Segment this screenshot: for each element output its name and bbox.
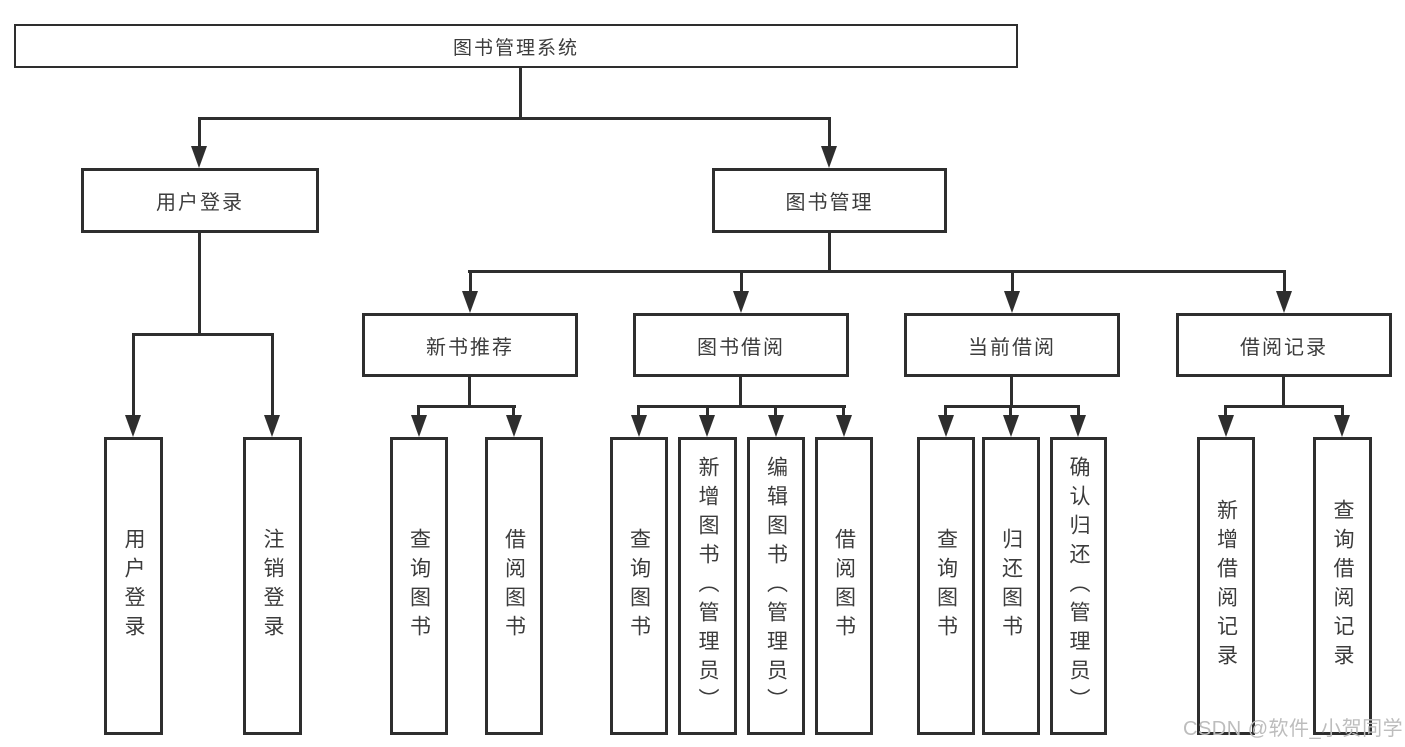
node-label: 用户登录 bbox=[122, 528, 145, 644]
node-logout-login: 注销登录 bbox=[243, 437, 302, 735]
node-borrowing-records: 借阅记录 bbox=[1176, 313, 1392, 377]
node-query-borrowing-record: 查询借阅记录 bbox=[1313, 437, 1372, 735]
node-query-books-current: 查询图书 bbox=[917, 437, 975, 735]
connector-drop-return-books bbox=[1009, 405, 1012, 418]
arrow-down-icon bbox=[699, 415, 715, 437]
connector-drop-query-books-borrowing bbox=[637, 405, 640, 418]
node-label: 注销登录 bbox=[261, 528, 284, 644]
connector-user-login-stem bbox=[198, 233, 201, 336]
node-label: 借阅图书 bbox=[832, 528, 856, 644]
node-label: 归还图书 bbox=[999, 528, 1023, 644]
node-root-system: 图书管理系统 bbox=[14, 24, 1018, 68]
connector-drop-user-login-module bbox=[198, 117, 201, 151]
arrow-down-icon bbox=[1003, 415, 1019, 437]
connector-drop-confirm-return-admin bbox=[1077, 405, 1080, 418]
arrow-down-icon bbox=[1004, 291, 1020, 313]
connector-drop-borrow-books-recommend bbox=[512, 405, 515, 418]
node-label: 查询借阅记录 bbox=[1331, 499, 1354, 673]
connector-drop-current-borrowing bbox=[1011, 270, 1014, 294]
arrow-down-icon bbox=[821, 146, 837, 168]
arrow-down-icon bbox=[191, 146, 207, 168]
connector-level2-hbar bbox=[468, 270, 1285, 273]
connector-drop-new-book-recommendation bbox=[469, 270, 472, 294]
connector-drop-user-login bbox=[132, 333, 135, 418]
arrow-down-icon bbox=[938, 415, 954, 437]
connector-root-stem bbox=[519, 68, 522, 118]
node-label: 新增图书（管理员） bbox=[696, 455, 719, 717]
connector-drop-book-borrowing bbox=[740, 270, 743, 294]
arrow-down-icon bbox=[631, 415, 647, 437]
connector-records-hbar bbox=[1224, 405, 1344, 408]
node-label: 查询图书 bbox=[934, 528, 958, 644]
connector-drop-book-management bbox=[828, 117, 831, 151]
node-current-borrowing: 当前借阅 bbox=[904, 313, 1120, 377]
connector-drop-add-borrowing-record bbox=[1224, 405, 1227, 418]
node-query-books-recommend: 查询图书 bbox=[390, 437, 448, 735]
connector-drop-add-books-admin bbox=[706, 405, 709, 418]
arrow-down-icon bbox=[1276, 291, 1292, 313]
arrow-down-icon bbox=[411, 415, 427, 437]
arrow-down-icon bbox=[733, 291, 749, 313]
arrow-down-icon bbox=[1070, 415, 1086, 437]
node-label: 借阅图书 bbox=[502, 528, 526, 644]
arrow-down-icon bbox=[768, 415, 784, 437]
connector-drop-query-borrowing-record bbox=[1341, 405, 1344, 418]
arrow-down-icon bbox=[506, 415, 522, 437]
node-book-borrowing: 图书借阅 bbox=[633, 313, 849, 377]
arrow-down-icon bbox=[1218, 415, 1234, 437]
watermark: CSDN @软件_小贺同学 bbox=[1183, 718, 1404, 740]
arrow-down-icon bbox=[125, 415, 141, 437]
connector-drop-edit-books-admin bbox=[774, 405, 777, 418]
connector-user-login-hbar bbox=[132, 333, 274, 336]
connector-recommend-hbar bbox=[417, 405, 516, 408]
node-return-books: 归还图书 bbox=[982, 437, 1040, 735]
connector-drop-logout-login bbox=[271, 333, 274, 418]
node-add-borrowing-record: 新增借阅记录 bbox=[1197, 437, 1255, 735]
connector-borrowing-hbar bbox=[637, 405, 846, 408]
connector-borrowing-stem bbox=[739, 377, 742, 408]
connector-drop-borrow-books-borrowing bbox=[842, 405, 845, 418]
node-label: 确认归还（管理员） bbox=[1067, 455, 1090, 717]
arrow-down-icon bbox=[462, 291, 478, 313]
node-new-book-recommendation: 新书推荐 bbox=[362, 313, 578, 377]
node-label: 查询图书 bbox=[627, 528, 651, 644]
connector-drop-borrowing-records bbox=[1283, 270, 1286, 294]
connector-records-stem bbox=[1282, 377, 1285, 408]
node-label: 新增借阅记录 bbox=[1214, 499, 1238, 673]
arrow-down-icon bbox=[264, 415, 280, 437]
node-edit-books-admin: 编辑图书（管理员） bbox=[747, 437, 805, 735]
node-label: 查询图书 bbox=[407, 528, 431, 644]
node-user-login: 用户登录 bbox=[104, 437, 163, 735]
connector-current-hbar bbox=[944, 405, 1080, 408]
node-query-books-borrowing: 查询图书 bbox=[610, 437, 668, 735]
node-add-books-admin: 新增图书（管理员） bbox=[678, 437, 737, 735]
connector-book-management-stem bbox=[828, 233, 831, 273]
connector-drop-query-books-recommend bbox=[417, 405, 420, 418]
connector-drop-query-books-current bbox=[944, 405, 947, 418]
connector-root-hbar bbox=[198, 117, 831, 120]
node-user-login-module: 用户登录 bbox=[81, 168, 319, 233]
node-label: 编辑图书（管理员） bbox=[764, 455, 788, 717]
arrow-down-icon bbox=[1334, 415, 1350, 437]
connector-recommend-stem bbox=[468, 377, 471, 408]
arrow-down-icon bbox=[836, 415, 852, 437]
node-confirm-return-admin: 确认归还（管理员） bbox=[1050, 437, 1107, 735]
node-borrow-books-borrowing: 借阅图书 bbox=[815, 437, 873, 735]
node-borrow-books-recommend: 借阅图书 bbox=[485, 437, 543, 735]
connector-current-stem bbox=[1010, 377, 1013, 408]
node-book-management: 图书管理 bbox=[712, 168, 947, 233]
